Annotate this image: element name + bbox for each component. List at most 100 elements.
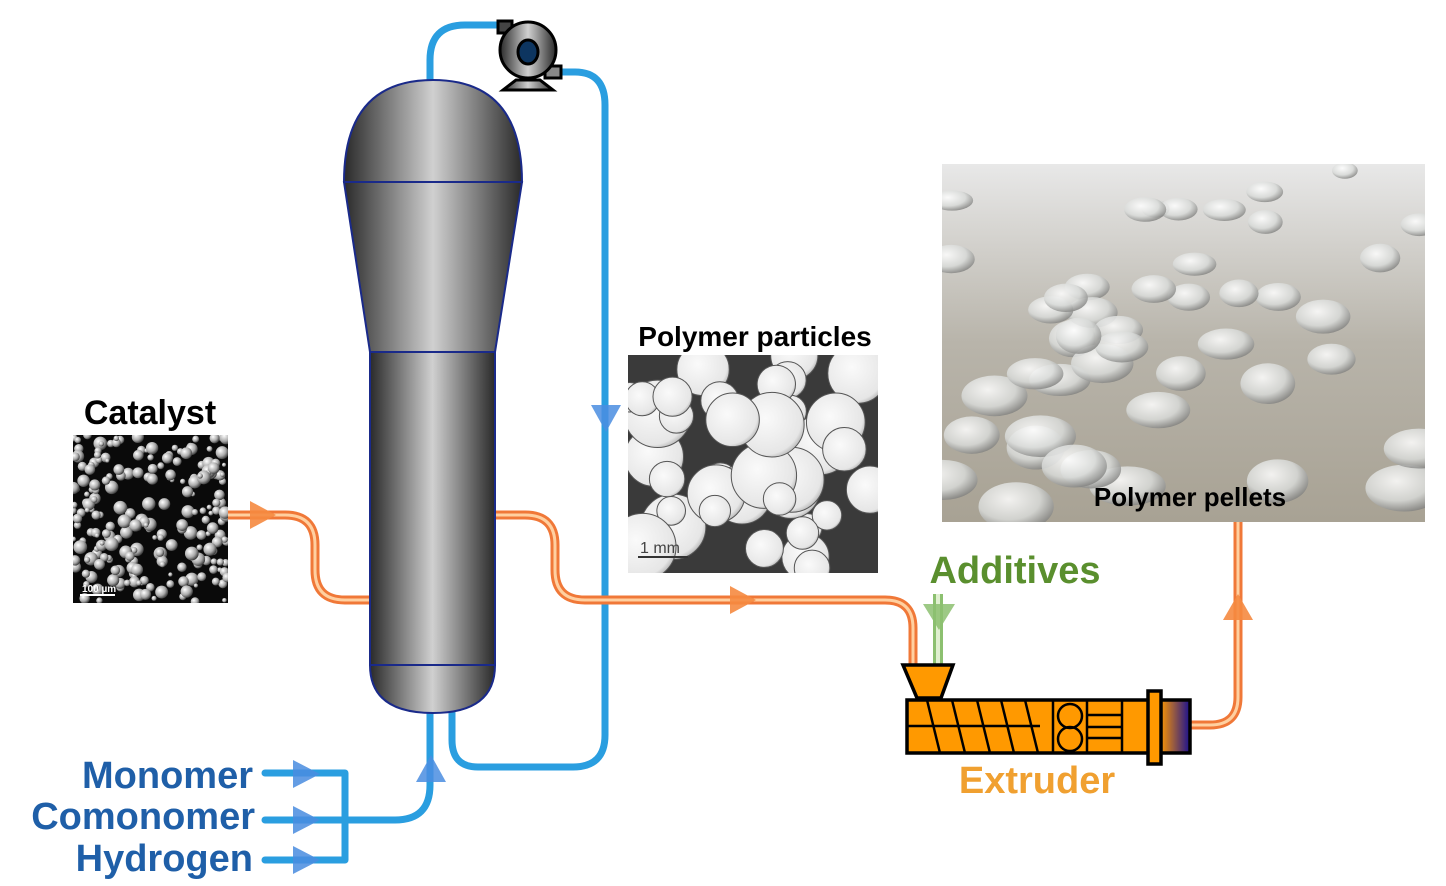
- catalyst-sphere: [166, 580, 175, 588]
- catalyst-sphere: [129, 519, 142, 532]
- catalyst-sphere: [209, 435, 220, 444]
- catalyst-sphere: [180, 447, 193, 460]
- polymer-particle: [762, 482, 797, 516]
- polymer-pellet: [1126, 391, 1191, 429]
- catalyst-sphere: [155, 585, 169, 599]
- catalyst-sphere: [104, 537, 119, 552]
- catalyst-sphere: [183, 526, 198, 540]
- catalyst-sphere: [222, 597, 227, 603]
- catalyst-sphere: [151, 595, 157, 601]
- recycle-pump: [496, 19, 563, 92]
- polymer-particle: [811, 500, 843, 531]
- catalyst-sphere: [215, 446, 228, 460]
- catalyst-sphere: [158, 498, 171, 510]
- polymer-particle: [705, 392, 760, 448]
- polymer-particles-micrograph: 1 mm: [628, 355, 878, 573]
- catalyst-sphere: [184, 546, 199, 561]
- catalyst-sphere: [152, 535, 158, 540]
- polymer-particle: [628, 512, 677, 573]
- catalyst-sphere: [125, 551, 135, 561]
- polymer-pellet: [1124, 197, 1167, 222]
- catalyst-sphere: [180, 585, 193, 598]
- catalyst-sphere: [210, 558, 218, 565]
- catalyst-sphere: [212, 506, 221, 515]
- catalyst-sphere: [105, 458, 110, 463]
- extruder-label: Extruder: [959, 760, 1115, 802]
- polymer-pellet: [1041, 444, 1107, 488]
- catalyst-sphere: [172, 457, 182, 466]
- polymer-pellet: [1172, 252, 1217, 276]
- catalyst-sphere: [212, 498, 221, 507]
- catalyst-sphere: [113, 435, 119, 442]
- catalyst-sphere: [73, 555, 81, 566]
- polymer-pellet: [1043, 283, 1088, 313]
- catalyst-sphere: [136, 580, 142, 586]
- polymer-pellet: [961, 375, 1028, 417]
- catalyst-sphere: [73, 501, 78, 509]
- catalyst-sphere: [73, 540, 88, 555]
- catalyst-sphere: [209, 565, 218, 574]
- catalyst-sphere: [73, 536, 77, 542]
- catalyst-micrograph: 100 µm: [73, 435, 228, 603]
- catalyst-sphere: [171, 444, 179, 452]
- polymer-particle: [785, 516, 820, 550]
- polymer-pellet: [1247, 210, 1283, 234]
- catalyst-sphere: [192, 435, 200, 443]
- catalyst-sphere: [197, 572, 207, 582]
- particles-scale-label: 1 mm: [640, 540, 680, 557]
- catalyst-sphere: [83, 580, 90, 588]
- catalyst-sphere: [159, 561, 166, 568]
- arrow-down-icon: [923, 604, 955, 630]
- catalyst-sphere: [84, 491, 90, 497]
- catalyst-sphere: [113, 464, 125, 475]
- polymer-pellet: [1202, 198, 1246, 221]
- polymer-pellet: [1360, 243, 1401, 273]
- polymer-pellet: [942, 190, 974, 211]
- catalyst-sphere: [130, 546, 138, 554]
- catalyst-sphere: [94, 558, 105, 570]
- polymer-pipes: [228, 510, 1243, 730]
- catalyst-sphere: [177, 562, 187, 572]
- polymer-pellet: [1156, 356, 1206, 391]
- catalyst-sphere: [214, 489, 225, 501]
- polymer-particle: [648, 460, 686, 498]
- catalyst-sphere: [191, 508, 199, 516]
- catalyst-sphere: [73, 452, 80, 462]
- catalyst-sphere: [93, 451, 102, 459]
- gas-flow-arrows: [293, 405, 621, 874]
- polymer-pellet: [978, 482, 1054, 522]
- feed-label-hydrogen: Hydrogen: [76, 838, 253, 880]
- catalyst-sphere: [161, 452, 173, 464]
- catalyst-sphere: [176, 519, 189, 531]
- catalyst-sphere: [120, 526, 133, 539]
- catalyst-sphere: [117, 514, 132, 529]
- polymer-pellets-label: Polymer pellets: [1094, 482, 1286, 512]
- catalyst-sphere: [110, 565, 121, 576]
- catalyst-sphere: [157, 534, 164, 541]
- polymer-pellets-photo: Polymer pellets: [942, 164, 1425, 522]
- catalyst-sphere: [181, 505, 195, 519]
- arrow-up-icon: [1223, 594, 1253, 620]
- additives-label: Additives: [929, 550, 1100, 592]
- catalyst-sphere: [73, 513, 83, 524]
- catalyst-sphere: [81, 569, 90, 578]
- polymer-particle: [793, 549, 831, 573]
- polymer-pellet: [1246, 181, 1284, 203]
- polymer-pellet: [1246, 459, 1309, 503]
- catalyst-sphere: [206, 445, 213, 452]
- arrow-right-icon: [293, 806, 320, 834]
- polymer-pellet: [1400, 213, 1425, 237]
- arrow-down-icon: [591, 405, 621, 432]
- catalyst-sphere: [203, 542, 217, 556]
- polymer-pellet: [943, 416, 1000, 454]
- catalyst-sphere: [221, 462, 227, 467]
- catalyst-sphere: [155, 548, 165, 557]
- additives-pipe: [923, 594, 955, 666]
- catalyst-sphere: [147, 463, 158, 474]
- catalyst-sphere: [208, 510, 214, 516]
- catalyst-sphere: [74, 436, 82, 444]
- catalyst-sphere: [143, 522, 149, 528]
- reactor-vessel: [342, 78, 524, 715]
